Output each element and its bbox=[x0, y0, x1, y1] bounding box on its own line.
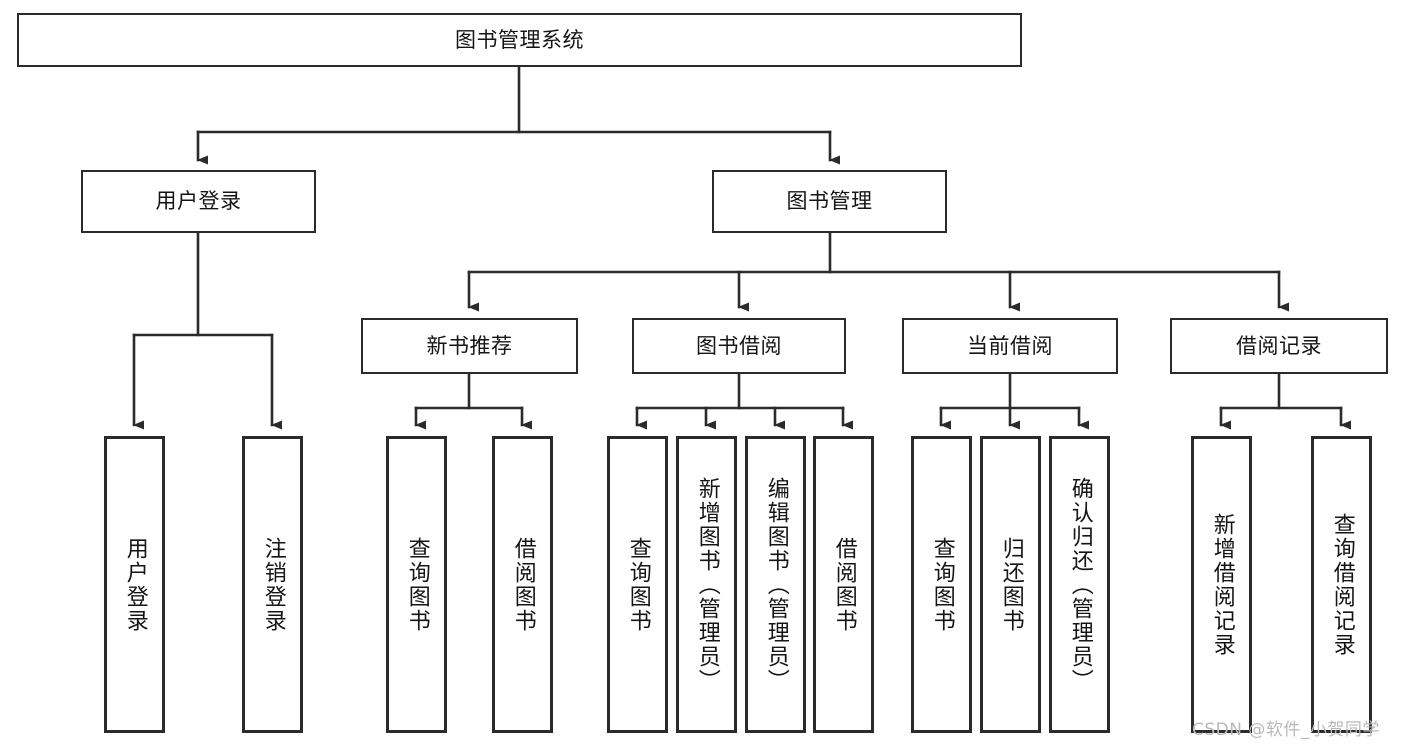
node-label: 确认归还（管理员） bbox=[1067, 476, 1093, 693]
node-label: 查询图书 bbox=[625, 536, 651, 633]
node-label: 用户登录 bbox=[155, 189, 242, 214]
node-book-management[interactable]: 图书管理 bbox=[712, 170, 947, 233]
node-label: 归还图书 bbox=[998, 536, 1024, 633]
leaf-record-query-record[interactable]: 查询借阅记录 bbox=[1311, 436, 1372, 733]
node-label: 查询借阅记录 bbox=[1329, 512, 1355, 657]
leaf-current-query-book[interactable]: 查询图书 bbox=[911, 436, 972, 733]
leaf-recommend-query-book[interactable]: 查询图书 bbox=[386, 436, 447, 733]
leaf-recommend-borrow-book[interactable]: 借阅图书 bbox=[492, 436, 553, 733]
node-borrow-record[interactable]: 借阅记录 bbox=[1170, 318, 1388, 374]
node-label: 查询图书 bbox=[404, 536, 430, 633]
node-label: 新书推荐 bbox=[426, 333, 513, 358]
leaf-record-add-record[interactable]: 新增借阅记录 bbox=[1191, 436, 1252, 733]
node-label: 注销登录 bbox=[260, 536, 286, 633]
node-label: 当前借阅 bbox=[967, 333, 1053, 358]
leaf-current-confirm-return-admin[interactable]: 确认归还（管理员） bbox=[1049, 436, 1110, 733]
node-label: 借阅记录 bbox=[1236, 333, 1322, 358]
leaf-user-login-login[interactable]: 用户登录 bbox=[104, 436, 165, 733]
node-book-borrow[interactable]: 图书借阅 bbox=[632, 318, 846, 374]
leaf-user-login-logout[interactable]: 注销登录 bbox=[242, 436, 303, 733]
node-label: 新增图书（管理员） bbox=[694, 476, 720, 693]
node-label: 查询图书 bbox=[929, 536, 955, 633]
leaf-borrow-add-book-admin[interactable]: 新增图书（管理员） bbox=[676, 436, 737, 733]
node-label: 图书借阅 bbox=[696, 333, 782, 358]
leaf-borrow-edit-book-admin[interactable]: 编辑图书（管理员） bbox=[745, 436, 806, 733]
watermark-csdn: CSDN @软件_小贺同学 bbox=[1192, 720, 1380, 740]
node-new-book-recommend[interactable]: 新书推荐 bbox=[361, 318, 578, 374]
leaf-borrow-borrow-book[interactable]: 借阅图书 bbox=[813, 436, 874, 733]
node-user-login[interactable]: 用户登录 bbox=[81, 170, 316, 233]
node-label: 借阅图书 bbox=[510, 536, 536, 633]
leaf-current-return-book[interactable]: 归还图书 bbox=[980, 436, 1041, 733]
node-label: 图书管理系统 bbox=[455, 27, 584, 52]
node-label: 编辑图书（管理员） bbox=[763, 476, 789, 693]
node-current-borrow[interactable]: 当前借阅 bbox=[902, 318, 1118, 374]
node-label: 图书管理 bbox=[786, 189, 873, 214]
node-label: 用户登录 bbox=[122, 536, 148, 633]
node-label: 新增借阅记录 bbox=[1209, 512, 1235, 657]
node-root-book-management-system[interactable]: 图书管理系统 bbox=[17, 13, 1022, 67]
leaf-borrow-query-book[interactable]: 查询图书 bbox=[607, 436, 668, 733]
node-label: 借阅图书 bbox=[831, 536, 857, 633]
